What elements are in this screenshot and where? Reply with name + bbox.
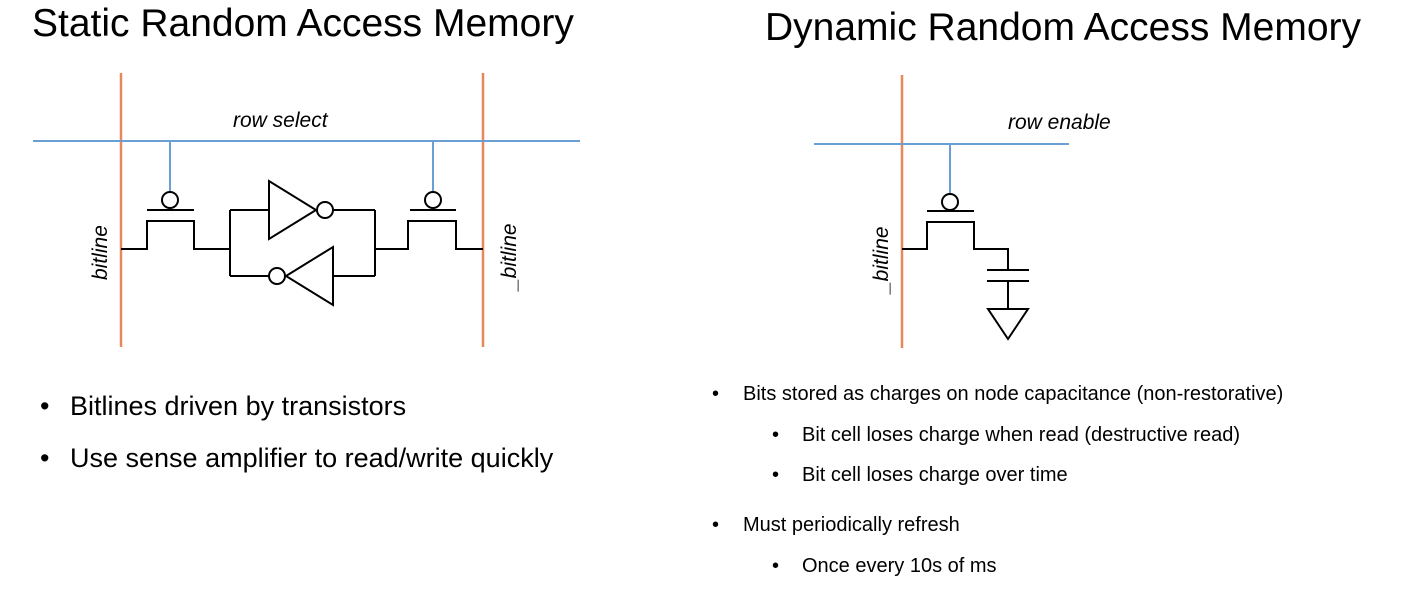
sram-left-access-transistor bbox=[121, 141, 230, 250]
ground-icon bbox=[986, 308, 1030, 341]
dram-access-transistor bbox=[902, 144, 1009, 270]
dram-bullet-item: Bits stored as charges on node capacitan… bbox=[712, 379, 1283, 420]
dram-storage-capacitor bbox=[987, 269, 1029, 309]
dram-cell-schematic: row enable _bitline bbox=[814, 75, 1111, 348]
dram-sub-bullet-item: Bit cell loses charge over time bbox=[712, 460, 1283, 500]
sram-bullet-list: Bitlines driven by transistors Use sense… bbox=[40, 388, 553, 492]
sram-bitline-label: bitline bbox=[89, 225, 112, 280]
dram-bitline-label: _bitline bbox=[870, 226, 893, 295]
dram-sub-bullet-item: Bit cell loses charge when read (destruc… bbox=[712, 420, 1283, 460]
sram-row-select-label: row select bbox=[233, 109, 329, 132]
sram-cross-coupled-inverters bbox=[229, 209, 483, 277]
sram-bullet-item: Use sense amplifier to read/write quickl… bbox=[40, 440, 553, 492]
sram-bullet-item: Bitlines driven by transistors bbox=[40, 388, 553, 440]
dram-sub-bullet-item: Once every 10s of ms bbox=[712, 551, 1283, 591]
dram-row-enable-label: row enable bbox=[1008, 111, 1111, 134]
dram-title: Dynamic Random Access Memory bbox=[765, 6, 1362, 49]
sram-cell-schematic: row select bitline _bitline bbox=[33, 73, 580, 347]
sram-bitline-bar-label: _bitline bbox=[498, 223, 521, 292]
sram-feedback-inverter bbox=[268, 245, 334, 307]
sram-title: Static Random Access Memory bbox=[32, 2, 574, 45]
dram-bullet-item: Must periodically refresh bbox=[712, 510, 1283, 551]
sram-forward-inverter bbox=[268, 179, 334, 241]
dram-bullet-list: Bits stored as charges on node capacitan… bbox=[712, 379, 1283, 591]
sram-right-access-transistor bbox=[410, 141, 456, 211]
